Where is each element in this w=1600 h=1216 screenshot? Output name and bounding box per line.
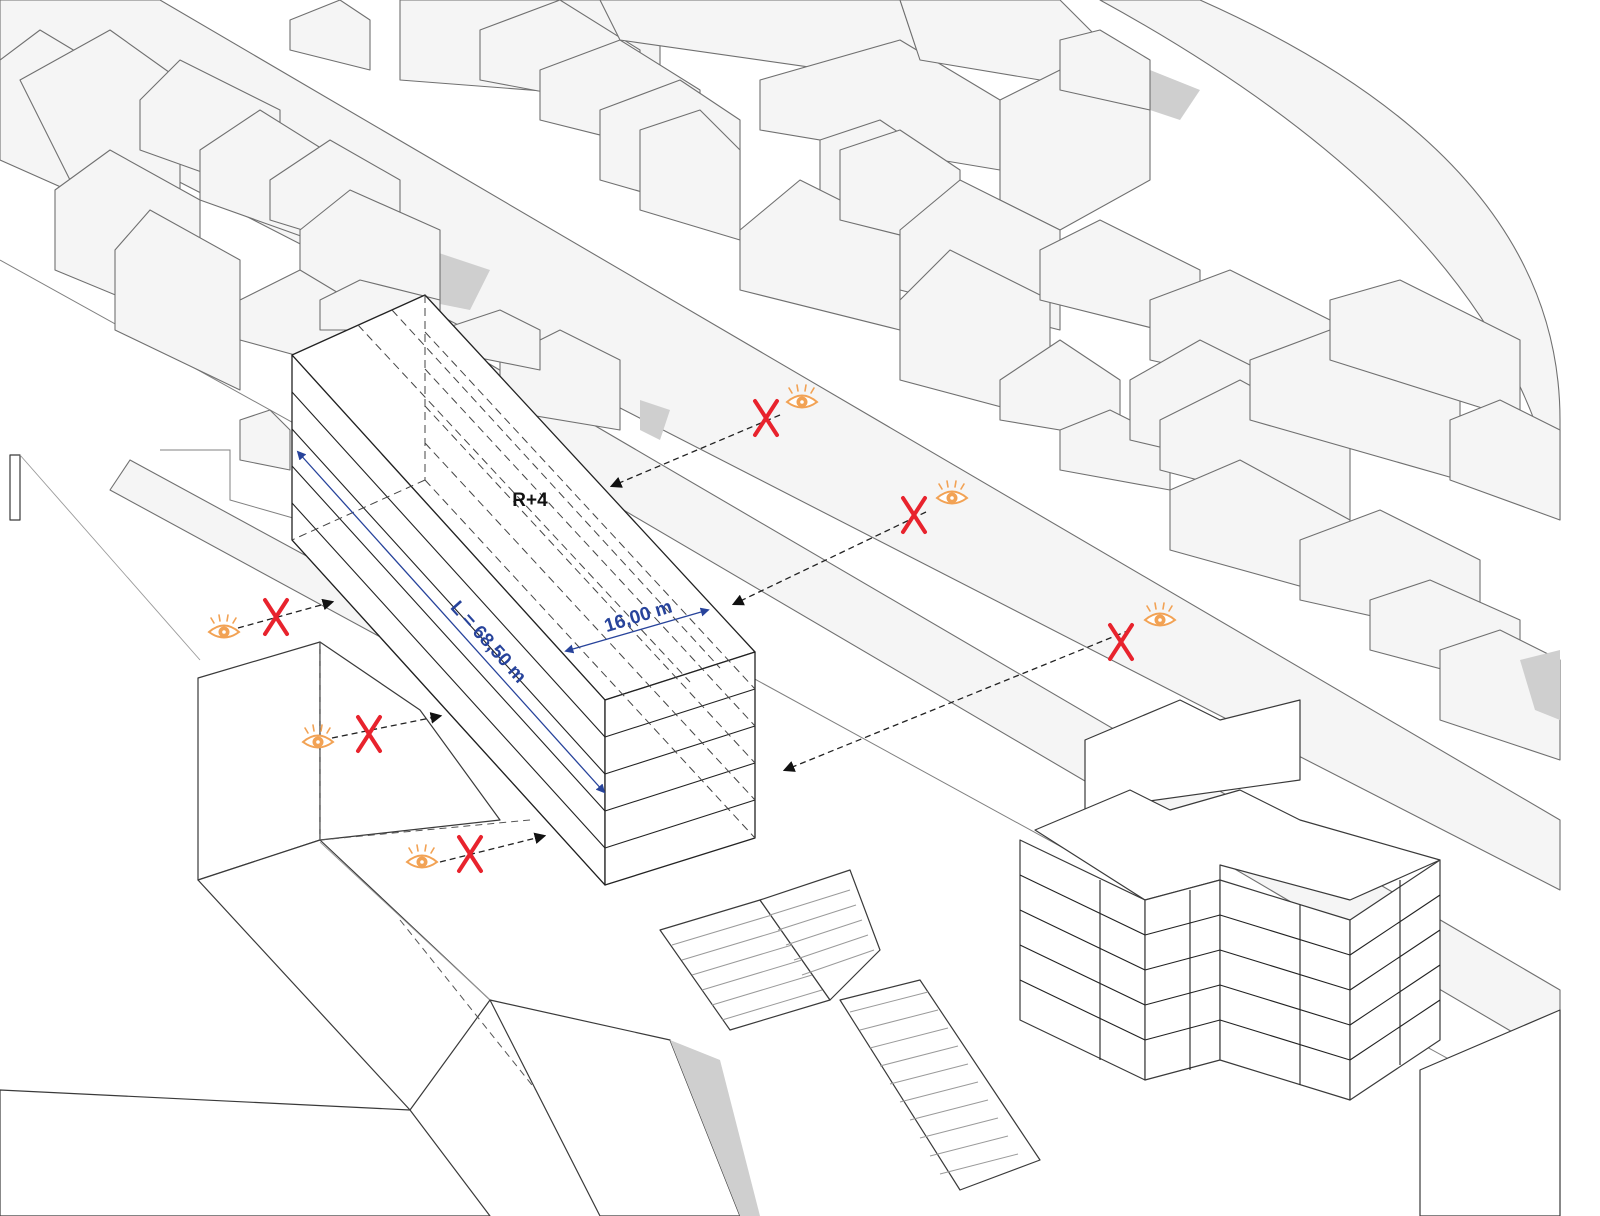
context-buildings-top	[0, 0, 1561, 761]
width-dimension-line	[564, 607, 710, 654]
parking-lots	[659, 869, 1041, 1191]
sight-line-1	[609, 414, 781, 488]
corner-building-right	[1419, 1009, 1561, 1216]
residential-block-right	[1019, 699, 1441, 1101]
length-dimension-line	[296, 450, 606, 794]
floor-level-label: R+4	[512, 490, 548, 511]
sight-line-3	[782, 629, 1131, 772]
sight-line-6	[439, 832, 547, 863]
sight-line-2	[731, 511, 927, 606]
